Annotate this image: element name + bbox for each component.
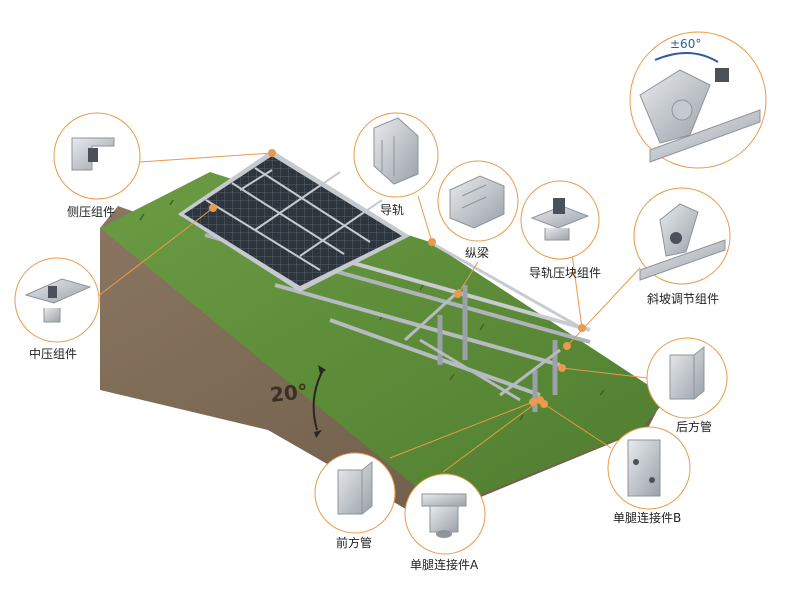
bolt-icon bbox=[649, 477, 655, 483]
callout-leaders bbox=[92, 152, 649, 473]
bolt-icon bbox=[553, 198, 565, 214]
label-side-clamp: 侧压组件 bbox=[67, 205, 116, 219]
brace bbox=[499, 348, 561, 397]
dot bbox=[209, 204, 217, 212]
front-tube-part bbox=[337, 460, 373, 515]
dot bbox=[428, 238, 436, 246]
arc-arrow-bottom bbox=[314, 430, 322, 438]
connector-a-body bbox=[429, 505, 459, 533]
arc-arrow-top bbox=[318, 365, 326, 374]
label-rear-tube: 后方管 bbox=[676, 420, 713, 434]
bolt-icon bbox=[715, 68, 729, 82]
dot bbox=[578, 324, 586, 332]
bolt-icon bbox=[48, 286, 57, 298]
label-rail: 导轨 bbox=[380, 203, 405, 217]
label-middle-clamp: 中压组件 bbox=[29, 347, 78, 361]
detail-circle-connector-b bbox=[607, 426, 691, 510]
leader-connector-b bbox=[543, 403, 612, 449]
adjuster-rail bbox=[639, 239, 726, 281]
clamp-base bbox=[43, 308, 61, 323]
slope-angle-label: 20° bbox=[268, 379, 309, 407]
detail-circle-longitudinal-beam bbox=[437, 160, 519, 242]
callout-dots bbox=[209, 149, 586, 408]
leader-rear-tube bbox=[561, 367, 649, 379]
label-connector-b: 单腿连接件B bbox=[613, 511, 682, 525]
rail-extension bbox=[434, 243, 586, 332]
middle-clamp-part bbox=[24, 278, 92, 304]
rail-profile bbox=[373, 117, 419, 185]
rotation-range-label: ±60° bbox=[670, 37, 702, 51]
bolt-icon bbox=[670, 232, 682, 244]
detail-circle-middle-clamp bbox=[14, 257, 100, 343]
detail-circle-rail-clamp bbox=[520, 180, 600, 260]
label-front-tube: 前方管 bbox=[336, 536, 373, 550]
connector-a-top bbox=[421, 493, 467, 507]
rail-clamp-plate bbox=[530, 205, 590, 229]
solar-panel-array bbox=[178, 150, 410, 292]
dot bbox=[563, 342, 571, 350]
bolt-icon bbox=[88, 148, 98, 162]
detail-circle-rail bbox=[353, 112, 439, 198]
label-longitudinal-beam: 纵梁 bbox=[465, 246, 490, 260]
dot bbox=[529, 398, 537, 406]
detail-circle-front-tube bbox=[314, 452, 396, 534]
dot bbox=[558, 364, 566, 372]
connector-b-part bbox=[627, 439, 661, 497]
leader-front-tube bbox=[389, 401, 534, 459]
nut-icon bbox=[436, 530, 452, 538]
beam-profile bbox=[449, 175, 505, 229]
pivot-icon bbox=[671, 99, 693, 121]
rail-groove bbox=[381, 136, 395, 176]
leader-longitudinal-beam bbox=[457, 261, 479, 295]
detail-circle-side-clamp bbox=[53, 112, 141, 200]
rear-tube-part bbox=[669, 345, 705, 400]
slope-angle-arc bbox=[312, 369, 324, 431]
detail-circle-connector-a bbox=[404, 473, 486, 555]
rotation-arrow-icon bbox=[654, 51, 719, 63]
dot bbox=[268, 149, 276, 157]
leader-rail bbox=[417, 195, 433, 243]
label-rail-clamp: 导轨压块组件 bbox=[529, 266, 602, 280]
leader-side-clamp bbox=[139, 152, 273, 163]
adjuster-bracket bbox=[659, 203, 699, 257]
detail-circle-rear-tube bbox=[646, 337, 728, 419]
dot bbox=[454, 290, 462, 298]
leader-slope-adjuster bbox=[566, 267, 641, 347]
leader-connector-a bbox=[442, 399, 541, 473]
detail-circle-rotation bbox=[629, 31, 767, 169]
rail-clamp-base bbox=[544, 228, 570, 241]
leader-rail-clamp bbox=[571, 253, 583, 329]
label-slope-adjuster: 斜坡调节组件 bbox=[647, 292, 720, 306]
front-beam-line bbox=[329, 318, 541, 397]
leader-middle-clamp bbox=[92, 207, 214, 301]
side-clamp-part bbox=[71, 137, 115, 171]
label-connector-a: 单腿连接件A bbox=[410, 558, 479, 572]
panel-module-dividers bbox=[205, 167, 383, 271]
brace bbox=[419, 338, 521, 402]
longitudinal-beam-line bbox=[274, 283, 561, 367]
beam-groove bbox=[461, 184, 487, 209]
rotation-rail bbox=[649, 109, 761, 163]
detail-circle-slope-adjuster bbox=[633, 187, 731, 285]
bolt-icon bbox=[633, 459, 639, 465]
dot bbox=[540, 400, 548, 408]
brace bbox=[403, 288, 462, 342]
